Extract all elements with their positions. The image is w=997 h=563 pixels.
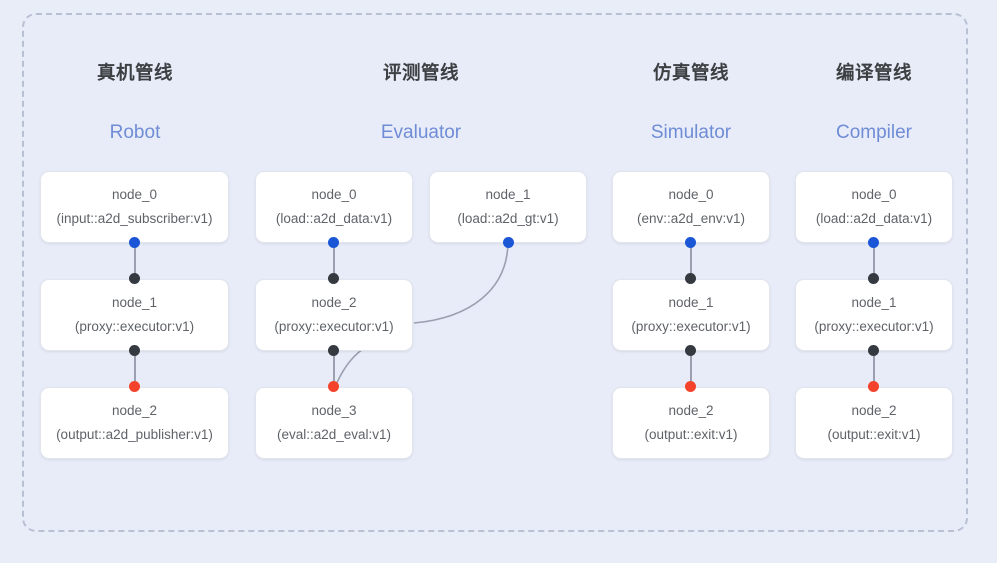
- node-type: (input::a2d_subscriber:v1): [56, 210, 213, 226]
- node-name: node_2: [668, 403, 714, 419]
- port-input-compiler-1[interactable]: [868, 273, 879, 284]
- node-compiler-0[interactable]: node_0 (load::a2d_data:v1): [795, 171, 953, 243]
- port-output-simulator-0[interactable]: [685, 237, 696, 248]
- port-terminal-simulator-2[interactable]: [685, 381, 696, 392]
- edge-simulator-0-to-1: [690, 243, 692, 279]
- node-name: node_2: [311, 295, 357, 311]
- column-title-cn-evaluator: 评测管线: [382, 62, 459, 83]
- port-input-robot-1[interactable]: [129, 273, 140, 284]
- node-name: node_3: [311, 403, 357, 419]
- node-name: node_0: [668, 187, 714, 203]
- node-compiler-2[interactable]: node_2 (output::exit:v1): [795, 387, 953, 459]
- node-type: (load::a2d_data:v1): [275, 210, 393, 226]
- node-name: node_1: [111, 295, 158, 311]
- port-terminal-compiler-2[interactable]: [868, 381, 879, 392]
- node-type: (proxy::executor:v1): [74, 318, 195, 334]
- node-type: (proxy::executor:v1): [631, 318, 751, 334]
- column-title-cn-robot: 真机管线: [96, 62, 173, 83]
- column-title-cn-compiler: 编译管线: [835, 62, 912, 83]
- node-compiler-1[interactable]: node_1 (proxy::executor:v1): [795, 279, 953, 351]
- node-simulator-1[interactable]: node_1 (proxy::executor:v1): [612, 279, 770, 351]
- edge-simulator-1-to-2: [690, 351, 692, 387]
- node-robot-2[interactable]: node_2 (output::a2d_publisher:v1): [40, 387, 229, 459]
- edge-robot-1-to-2: [134, 351, 136, 387]
- column-title-cn-simulator: 仿真管线: [652, 62, 729, 83]
- node-name: node_1: [668, 295, 714, 311]
- node-type: (proxy::executor:v1): [274, 318, 394, 334]
- node-type: (output::exit:v1): [827, 426, 921, 442]
- port-terminal-evaluator-3[interactable]: [328, 381, 339, 392]
- node-evaluator-3[interactable]: node_3 (eval::a2d_eval:v1): [255, 387, 413, 459]
- port-output-simulator-1[interactable]: [685, 345, 696, 356]
- port-output-compiler-0[interactable]: [868, 237, 879, 248]
- edge-evaluator-0-to-2: [333, 243, 335, 279]
- port-input-simulator-1[interactable]: [685, 273, 696, 284]
- node-robot-0[interactable]: node_0 (input::a2d_subscriber:v1): [40, 171, 229, 243]
- column-header-simulator: 仿真管线 Simulator: [561, 62, 821, 143]
- port-terminal-robot-2[interactable]: [129, 381, 140, 392]
- node-type: (eval::a2d_eval:v1): [276, 426, 392, 442]
- column-header-evaluator: 评测管线 Evaluator: [291, 62, 551, 143]
- node-type: (load::a2d_gt:v1): [457, 210, 559, 226]
- node-type: (proxy::executor:v1): [814, 318, 934, 334]
- column-title-en-evaluator: Evaluator: [380, 121, 462, 143]
- edge-robot-0-to-1: [134, 243, 136, 279]
- node-simulator-0[interactable]: node_0 (env::a2d_env:v1): [612, 171, 770, 243]
- node-evaluator-2[interactable]: node_2 (proxy::executor:v1): [255, 279, 413, 351]
- edge-evaluator-2-to-3: [333, 351, 335, 387]
- port-output-evaluator-2[interactable]: [328, 345, 339, 356]
- port-output-robot-0[interactable]: [129, 237, 140, 248]
- node-name: node_1: [851, 295, 897, 311]
- node-type: (output::a2d_publisher:v1): [56, 426, 213, 442]
- node-name: node_2: [851, 403, 897, 419]
- port-input-evaluator-2[interactable]: [328, 273, 339, 284]
- node-name: node_1: [485, 187, 531, 203]
- node-type: (output::exit:v1): [644, 426, 738, 442]
- node-evaluator-0[interactable]: node_0 (load::a2d_data:v1): [255, 171, 413, 243]
- column-title-en-simulator: Simulator: [650, 121, 732, 143]
- node-simulator-2[interactable]: node_2 (output::exit:v1): [612, 387, 770, 459]
- port-output-evaluator-1[interactable]: [503, 237, 514, 248]
- node-name: node_0: [851, 187, 897, 203]
- column-header-robot: 真机管线 Robot: [5, 62, 265, 143]
- node-type: (load::a2d_data:v1): [815, 210, 933, 226]
- edge-compiler-1-to-2: [873, 351, 875, 387]
- column-header-compiler: 编译管线 Compiler: [744, 62, 997, 143]
- edge-compiler-0-to-1: [873, 243, 875, 279]
- node-name: node_0: [111, 187, 158, 203]
- node-name: node_2: [111, 403, 158, 419]
- port-output-evaluator-0[interactable]: [328, 237, 339, 248]
- column-title-en-compiler: Compiler: [835, 121, 913, 143]
- column-title-en-robot: Robot: [109, 121, 161, 143]
- node-evaluator-1[interactable]: node_1 (load::a2d_gt:v1): [429, 171, 587, 243]
- port-output-compiler-1[interactable]: [868, 345, 879, 356]
- node-name: node_0: [311, 187, 357, 203]
- node-robot-1[interactable]: node_1 (proxy::executor:v1): [40, 279, 229, 351]
- port-output-robot-1[interactable]: [129, 345, 140, 356]
- node-type: (env::a2d_env:v1): [636, 210, 746, 226]
